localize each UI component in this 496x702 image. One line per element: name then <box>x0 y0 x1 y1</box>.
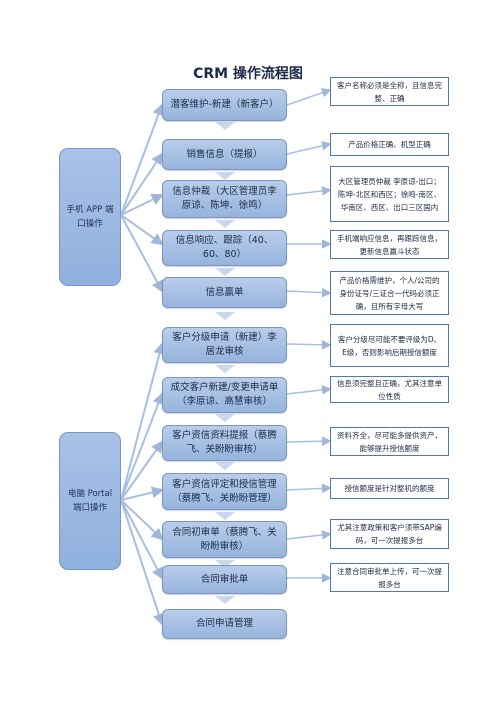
side-app-port: 手机 APP 端口操作 <box>59 148 121 286</box>
side-portal-port: 电脑 Portal 端口操作 <box>59 432 121 570</box>
step-sales-info[interactable]: 销售信息（提报） <box>162 139 287 170</box>
step-info-arbitration[interactable]: 信息仲裁（大区管理员李原谅、陈坤、徐鸣） <box>162 180 287 218</box>
note-sales-info: 产品价格正确、机型正确 <box>330 133 449 156</box>
step-lead-create[interactable]: 潜客维护-新建（新客户） <box>162 89 287 121</box>
page-title: CRM 操作流程图 <box>193 66 303 82</box>
note-links <box>286 88 332 583</box>
step-customer-grading[interactable]: 客户分级申请（新建）李居龙审核 <box>162 327 287 363</box>
note-info-won: 产品价格需维护，个人/公司的身份证号/三证合一代码必须正确，且所有字母大写 <box>330 271 449 315</box>
note-customer-change: 信息须完整且正确，尤其注意单位性质 <box>330 376 449 403</box>
note-contract-approval: 注意合同审批单上传，可一次提报多台 <box>330 563 449 592</box>
note-customer-grading: 客户分级尽可能不要评级为D、E级，否则影响后期授信额度 <box>330 324 449 367</box>
note-info-arbitration: 大区管理员仲裁 李原谅-出口；陈坤-北区和西区；徐鸣-南区、华南区、西区、出口三… <box>330 166 449 222</box>
step-credit-rating[interactable]: 客户资信评定和授信管理（蔡腾飞、关盼盼管理） <box>162 473 287 510</box>
step-contract-prereview[interactable]: 合同初审单（蔡腾飞、关盼盼审核） <box>162 521 287 558</box>
step-contract-approval[interactable]: 合同审批单 <box>162 565 287 594</box>
app-side-branches <box>120 103 165 293</box>
flow-chevrons <box>215 122 235 604</box>
step-credit-submit[interactable]: 客户资信资料提报（蔡腾飞、关盼盼审核） <box>162 425 287 461</box>
note-info-response: 手机端响应信息，再跟踪信息，更新信息赢斗状态 <box>330 230 449 259</box>
step-info-won[interactable]: 信息赢单 <box>162 277 287 308</box>
portal-side-branches <box>120 342 166 626</box>
note-credit-rating: 授信额度是针对整机的额度 <box>330 478 449 499</box>
note-lead-create: 客户名称必须是全称，且信息完整、正确 <box>330 77 449 106</box>
step-info-response[interactable]: 信息响应、跟踪（40、60、80） <box>162 230 287 266</box>
note-contract-prereview: 尤其注意政策和客户须带SAP编码，可一次提报多台 <box>330 519 449 549</box>
step-contract-management[interactable]: 合同申请管理 <box>162 609 287 639</box>
note-credit-submit: 资料齐全，尽可能多提供资产，能够提升授信额度 <box>330 427 449 456</box>
step-customer-change[interactable]: 成交客户新建/变更申请单（李原谅、高慧审核） <box>162 377 287 413</box>
